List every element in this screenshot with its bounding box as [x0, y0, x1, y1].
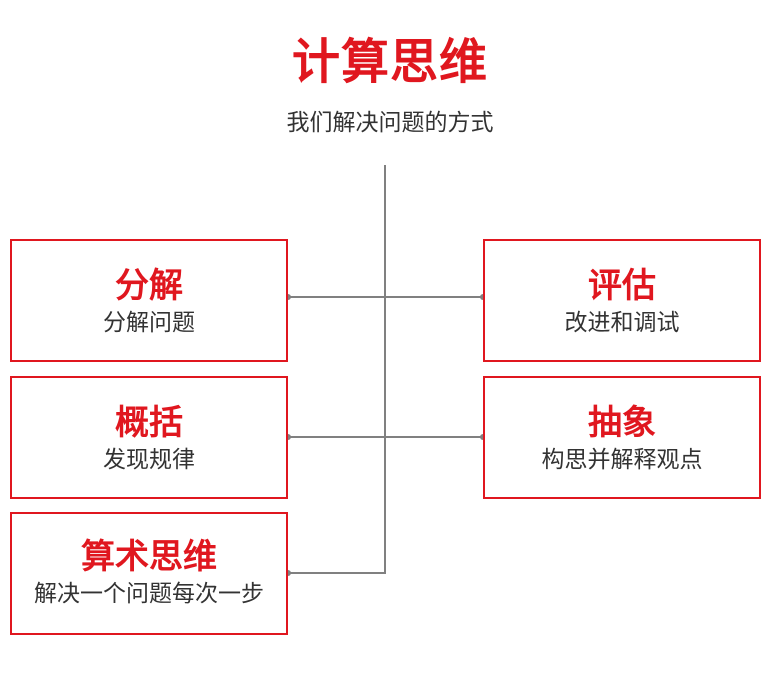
- node-description: 发现规律: [103, 447, 195, 473]
- node-title: 抽象: [588, 403, 656, 443]
- node-title: 概括: [115, 403, 183, 443]
- node-description: 改进和调试: [564, 310, 680, 336]
- page-title: 计算思维: [291, 34, 488, 90]
- node-evaluation: 评估 改进和调试: [483, 239, 761, 362]
- page-subtitle: 我们解决问题的方式: [286, 110, 494, 136]
- node-title: 分解: [115, 266, 183, 306]
- node-generalisation: 概括 发现规律: [10, 376, 288, 499]
- node-description: 分解问题: [103, 310, 195, 336]
- node-decomposition: 分解 分解问题: [10, 239, 288, 362]
- node-algorithmic-thinking: 算术思维 解决一个问题每次一步: [10, 512, 288, 635]
- node-description: 解决一个问题每次一步: [34, 581, 264, 607]
- node-abstraction: 抽象 构思并解释观点: [483, 376, 761, 499]
- node-title: 算术思维: [81, 537, 217, 577]
- node-title: 评估: [588, 266, 656, 306]
- node-description: 构思并解释观点: [541, 447, 703, 473]
